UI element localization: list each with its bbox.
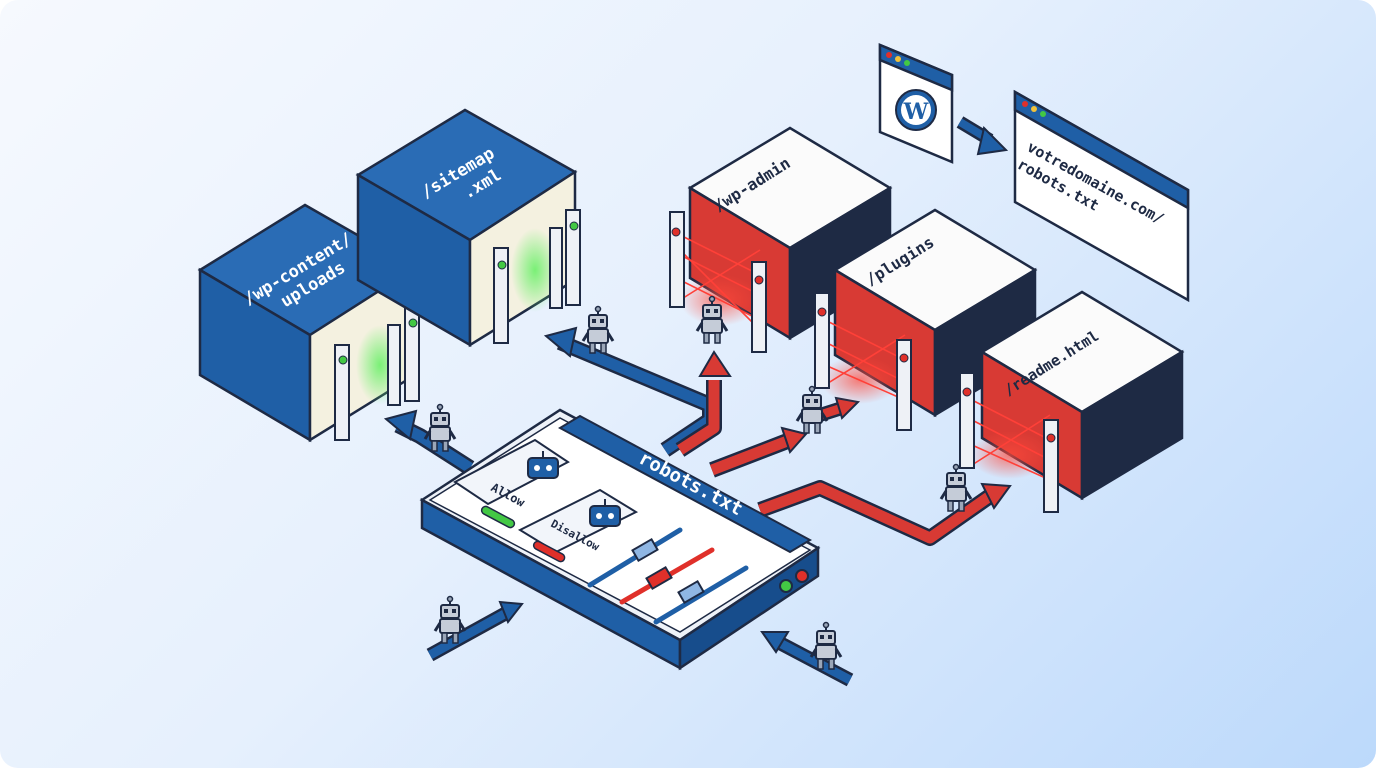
folder-cube-readme: /readme.html (959, 290, 1185, 513)
disallow-rule-card: Disallow (517, 488, 639, 563)
slider-track[interactable] (619, 547, 715, 605)
status-light-red (795, 569, 809, 583)
crawler-robot-icon (795, 385, 829, 435)
svg-text:W: W (903, 99, 929, 125)
laser-beams (971, 399, 1051, 481)
disallow-status-bar (532, 540, 566, 563)
url-window: votredomaine.com/ robots.txt (1013, 89, 1190, 303)
allow-status-bar (480, 505, 516, 529)
folder-cube-sitemap: /sitemap .xml (355, 108, 581, 348)
arrow-path-plugins (709, 426, 808, 478)
slider-handle[interactable] (631, 537, 659, 563)
wordpress-icon: W (895, 89, 937, 131)
allow-glow (511, 228, 559, 312)
laser-beams (679, 234, 761, 331)
slider-handle[interactable] (645, 565, 673, 591)
wordpress-window: W (878, 43, 954, 164)
robot-head-icon (589, 499, 621, 527)
slider-handle[interactable] (677, 579, 705, 605)
arrow-path-uploads (383, 409, 475, 475)
laser-beams (824, 319, 906, 401)
arrow-wordpress-to-url (956, 116, 1009, 156)
arrow-incoming-left (426, 600, 524, 662)
arrow-incoming-right (760, 631, 854, 687)
arrow-path-wpadmin (675, 350, 732, 457)
folder-cube-wpadmin: /wp-admin (669, 126, 893, 353)
status-light-green (779, 579, 793, 593)
robots-txt-console: robots.txt Allow Disallow (419, 408, 821, 671)
robot-head-icon (527, 451, 559, 479)
arrow-path-readme (757, 480, 1012, 546)
slider-track[interactable] (587, 527, 683, 588)
slider-track[interactable] (653, 565, 749, 625)
